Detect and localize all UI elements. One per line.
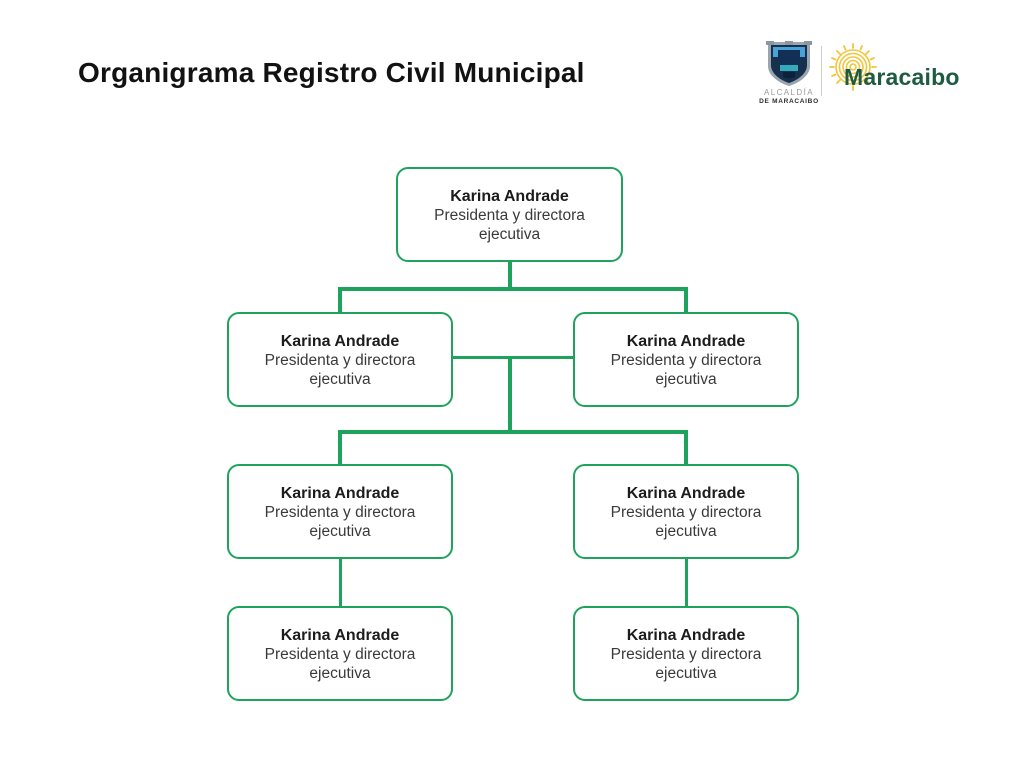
org-node-role: Presidenta y directora ejecutiva xyxy=(610,646,762,682)
sun-icon xyxy=(826,40,882,96)
org-node-role: Presidenta y directora ejecutiva xyxy=(264,504,416,540)
org-node-level2-right: Karina Andrade Presidenta y directora ej… xyxy=(573,312,799,407)
logo-divider xyxy=(821,46,822,96)
alcaldia-caption-line2: DE MARACAIBO xyxy=(759,98,819,105)
connector-level4-right-drop xyxy=(685,559,688,607)
org-node-name: Karina Andrade xyxy=(626,333,746,350)
org-node-role: Presidenta y directora ejecutiva xyxy=(434,207,585,243)
org-node-level2-left: Karina Andrade Presidenta y directora ej… xyxy=(227,312,453,407)
connector-root-stub xyxy=(508,261,512,290)
org-node-name: Karina Andrade xyxy=(626,627,746,644)
connector-level3-horizontal xyxy=(338,430,688,434)
connector-level3-stub xyxy=(508,356,512,434)
org-node-role: Presidenta y directora ejecutiva xyxy=(610,352,762,388)
org-node-root: Karina Andrade Presidenta y directora ej… xyxy=(396,167,623,262)
page-title: Organigrama Registro Civil Municipal xyxy=(78,57,585,88)
org-node-level3-right: Karina Andrade Presidenta y directora ej… xyxy=(573,464,799,559)
org-node-level4-left: Karina Andrade Presidenta y directora ej… xyxy=(227,606,453,701)
org-node-name: Karina Andrade xyxy=(280,627,400,644)
connector-level3-right-drop xyxy=(684,430,688,465)
alcaldia-caption-line1: ALCALDÍA xyxy=(764,88,814,97)
connector-level4-left-drop xyxy=(339,559,342,607)
connector-level2-right-drop xyxy=(684,287,688,313)
org-node-role: Presidenta y directora ejecutiva xyxy=(610,504,762,540)
org-node-name: Karina Andrade xyxy=(280,333,400,350)
city-crest-icon xyxy=(760,41,818,87)
org-node-name: Karina Andrade xyxy=(450,188,569,205)
org-node-role: Presidenta y directora ejecutiva xyxy=(264,352,416,388)
connector-level3-left-drop xyxy=(338,430,342,465)
connector-level2-horizontal xyxy=(338,287,688,291)
org-node-name: Karina Andrade xyxy=(280,485,400,502)
org-node-level4-right: Karina Andrade Presidenta y directora ej… xyxy=(573,606,799,701)
connector-level2-between xyxy=(451,356,575,359)
maracaibo-wordmark: Maracaibo xyxy=(844,64,960,90)
connector-level2-left-drop xyxy=(338,287,342,313)
org-node-level3-left: Karina Andrade Presidenta y directora ej… xyxy=(227,464,453,559)
org-node-role: Presidenta y directora ejecutiva xyxy=(264,646,416,682)
header-logo-group: ALCALDÍA DE MARACAIBO xyxy=(754,38,964,105)
org-node-name: Karina Andrade xyxy=(626,485,746,502)
